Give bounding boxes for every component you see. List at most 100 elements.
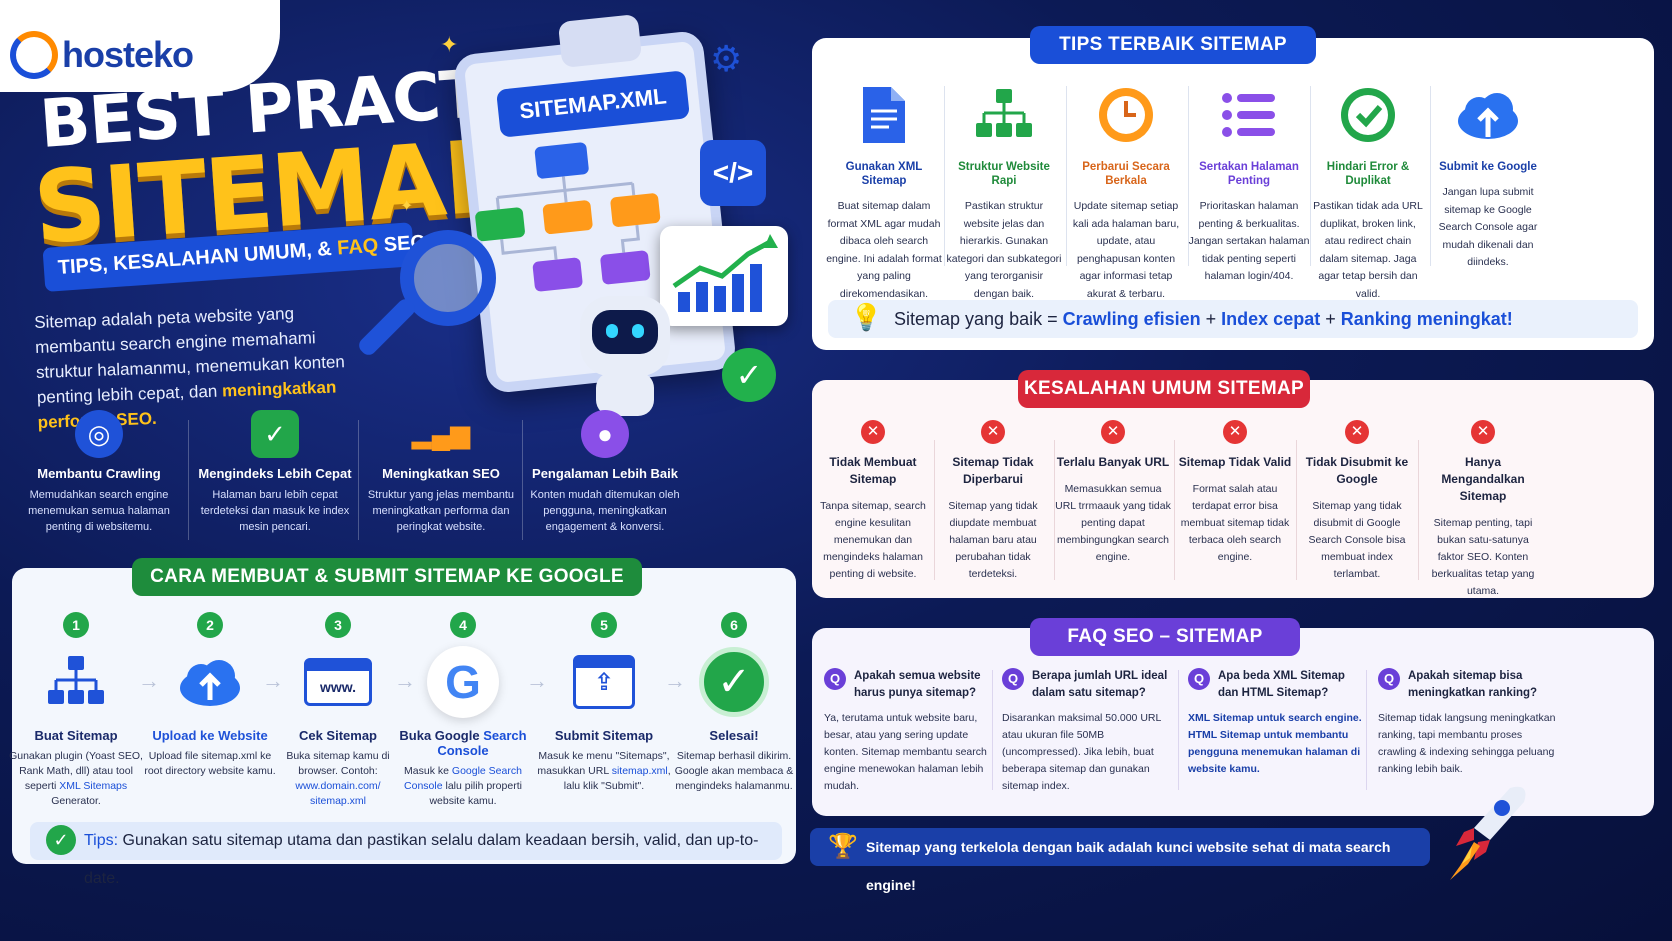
robot-body <box>596 372 654 416</box>
divider <box>934 440 935 580</box>
faq-answer: XML Sitemap untuk search engine. HTML Si… <box>1188 712 1362 775</box>
trophy-icon: 🏆 <box>828 833 858 860</box>
tip-title: Submit ke Google <box>1439 161 1537 173</box>
gear-icon: ⚙ <box>710 38 743 79</box>
faq-question: Berapa jumlah URL ideal dalam satu sitem… <box>1032 670 1168 699</box>
divider <box>188 420 189 540</box>
rocket-icon <box>1450 786 1526 880</box>
step-title-text: Buka Google <box>399 728 484 743</box>
arrow-right-icon: → <box>394 668 416 693</box>
list-icon <box>1188 80 1310 150</box>
tip-submit-google: Submit ke Google Jangan lupa submit site… <box>1430 80 1546 272</box>
tip-hindari-error: Hindari Error & Duplikat Pastikan tidak … <box>1310 80 1426 303</box>
hierarchy-icon <box>946 80 1062 150</box>
sparkle-icon: ✦ <box>400 198 414 215</box>
mistake-title: Tidak Membuat Sitemap <box>829 455 917 486</box>
error-x-icon: ✕ <box>1471 420 1495 444</box>
step-desc-link[interactable]: Google Search Console <box>404 765 522 792</box>
step-2: 2 Upload ke Website Upload file sitemap.… <box>142 612 278 779</box>
cloud-upload-icon <box>142 642 278 722</box>
browser-icon: www. <box>270 642 406 722</box>
logo[interactable]: hosteko <box>0 0 280 92</box>
mistake-title: Tidak Disubmit ke Google <box>1305 455 1409 486</box>
step-title-link[interactable]: Search Console <box>437 728 527 758</box>
robot-eye <box>632 324 644 338</box>
footer-bar: Sitemap yang terkelola dengan baik adala… <box>810 828 1430 893</box>
step-desc-link[interactable]: sitemap.xml <box>611 765 668 777</box>
faq-answer: Disarankan maksimal 50.000 URL atau ukur… <box>1002 712 1161 792</box>
faq-item[interactable]: Q Berapa jumlah URL ideal dalam satu sit… <box>1002 668 1182 795</box>
divider <box>992 670 993 790</box>
faq-question: Apakah semua website harus punya sitemap… <box>854 670 981 699</box>
error-x-icon: ✕ <box>1101 420 1125 444</box>
divider <box>358 420 359 540</box>
tip-title: Gunakan XML Sitemap <box>845 161 923 187</box>
benefit-desc: Memudahkan search engine menemukan semua… <box>28 489 170 533</box>
faq-item[interactable]: Q Apa beda XML Sitemap dan HTML Sitemap?… <box>1188 668 1368 778</box>
tip-halaman-penting: Sertakan Halaman Penting Prioritaskan ha… <box>1188 80 1310 286</box>
benefit-title: Mengindeks Lebih Cepat <box>198 466 352 481</box>
step-title: Upload ke Website <box>152 728 268 743</box>
faq-answer: Sitemap tidak langsung meningkatkan rank… <box>1378 712 1556 775</box>
check-circle-icon: ✓ <box>666 642 802 722</box>
mistake-desc: Sitemap penting, tapi bukan satu-satunya… <box>1431 517 1535 597</box>
tip-title: Struktur Website Rapi <box>958 161 1050 187</box>
step-title: Buka Google Search Console <box>388 728 538 758</box>
cloud-upload-icon <box>1430 80 1546 150</box>
arrow-right-icon: → <box>526 668 548 693</box>
divider <box>1310 86 1311 266</box>
faq-item[interactable]: Q Apakah sitemap bisa meningkatkan ranki… <box>1378 668 1558 778</box>
tip-title: Perbarui Secara Berkala <box>1082 161 1170 187</box>
step-desc-text: Masuk ke menu "Sitemaps", masukkan URL <box>537 750 670 777</box>
step-number: 1 <box>63 612 89 638</box>
code-icon: </> <box>700 140 766 206</box>
mistake-title: Sitemap Tidak Valid <box>1178 455 1292 469</box>
benefit-desc: Halaman baru lebih cepat terdeteksi dan … <box>200 489 350 533</box>
tip-desc: Buat sitemap dalam format XML agar mudah… <box>826 200 942 300</box>
step-desc-tail: lalu pilih properti website kamu. <box>429 780 522 807</box>
lightbulb-icon: 💡 <box>850 302 883 332</box>
faq-item[interactable]: Q Apakah semua website harus punya sitem… <box>824 668 1004 795</box>
mistake-desc: Sitemap yang tidak diupdate membuat hala… <box>948 500 1038 580</box>
step-desc-tail: Generator. <box>51 795 101 807</box>
step-desc: Sitemap berhasil dikirim. Google akan me… <box>674 750 794 792</box>
step-desc-link[interactable]: XML Sitemaps <box>59 780 128 792</box>
divider <box>522 420 523 540</box>
summary-plus: + <box>1200 309 1222 329</box>
document-icon <box>826 80 942 150</box>
tip-desc: Pastikan tidak ada URL duplikat, broken … <box>1313 200 1423 300</box>
benefit-indexing: ✓ Mengindeks Lebih Cepat Halaman baru le… <box>190 410 360 535</box>
tip-desc: Pastikan struktur website jelas dan hier… <box>946 200 1062 300</box>
mistake-title: Hanya Mengandalkan Sitemap <box>1441 455 1525 503</box>
tip-title: Sertakan Halaman Penting <box>1199 161 1299 187</box>
step-desc-link[interactable]: www.domain.com/ sitemap.xml <box>295 780 381 807</box>
step-number: 6 <box>721 612 747 638</box>
step-4: 4 G Buka Google Search Console Masuk ke … <box>388 612 538 809</box>
step-title: Cek Sitemap <box>298 728 378 743</box>
step-number: 4 <box>450 612 476 638</box>
hero-subtitle-highlight: FAQ <box>336 234 380 260</box>
arrow-right-icon: → <box>262 668 284 693</box>
mistakes-panel <box>812 380 1654 598</box>
arrow-right-icon: → <box>664 668 686 693</box>
growth-chart-icon <box>660 226 788 326</box>
check-icon: ✓ <box>46 825 76 855</box>
divider <box>1418 440 1419 580</box>
step-desc: Upload file sitemap.xml ke root director… <box>144 750 276 777</box>
tips-section-title: TIPS TERBAIK SITEMAP <box>1030 26 1316 64</box>
robot-eye <box>606 324 618 338</box>
sparkle-icon: ✦ <box>440 32 459 57</box>
step-desc: Masuk ke menu "Sitemaps", masukkan URL s… <box>536 749 672 794</box>
summary-highlight: Index cepat <box>1221 309 1321 329</box>
step-number: 3 <box>325 612 351 638</box>
summary-highlight: Ranking meningkat! <box>1340 309 1513 329</box>
error-x-icon: ✕ <box>1223 420 1247 444</box>
sitemap-icon <box>8 642 144 722</box>
step-6: 6 ✓ Selesai! Sitemap berhasil dikirim. G… <box>666 612 802 794</box>
tip-title: Hindari Error & Duplikat <box>1326 161 1410 187</box>
question-icon: Q <box>1378 668 1400 690</box>
tip-xml-sitemap: Gunakan XML Sitemap Buat sitemap dalam f… <box>826 80 942 303</box>
step-5: 5 ⇪ Submit Sitemap Masuk ke menu "Sitema… <box>536 612 672 794</box>
